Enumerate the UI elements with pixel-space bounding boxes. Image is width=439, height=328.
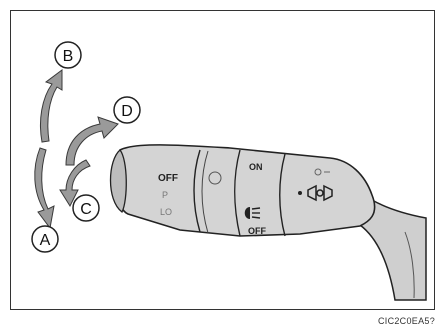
label-off: OFF xyxy=(158,173,178,184)
label-fog-on: ON xyxy=(249,162,263,172)
callout-c: C xyxy=(73,195,99,221)
arrow-a xyxy=(35,148,54,228)
label-low: LO xyxy=(160,207,172,217)
arrow-d xyxy=(66,117,118,165)
arrow-b xyxy=(40,70,62,142)
callout-d: D xyxy=(114,97,140,123)
label-fog-off: OFF xyxy=(248,226,266,236)
callout-c-label: C xyxy=(80,201,92,218)
callout-b-label: B xyxy=(63,48,74,65)
callout-a: A xyxy=(32,226,58,252)
callout-d-label: D xyxy=(121,103,133,120)
lever-end-cap xyxy=(111,150,127,212)
fog-light-icon xyxy=(245,207,260,219)
callout-a-label: A xyxy=(40,232,51,249)
label-parking: P xyxy=(162,190,168,200)
lever-body[interactable] xyxy=(116,145,375,236)
figure-code: CIC2C0EA5? xyxy=(378,316,435,326)
callout-b: B xyxy=(55,42,81,68)
